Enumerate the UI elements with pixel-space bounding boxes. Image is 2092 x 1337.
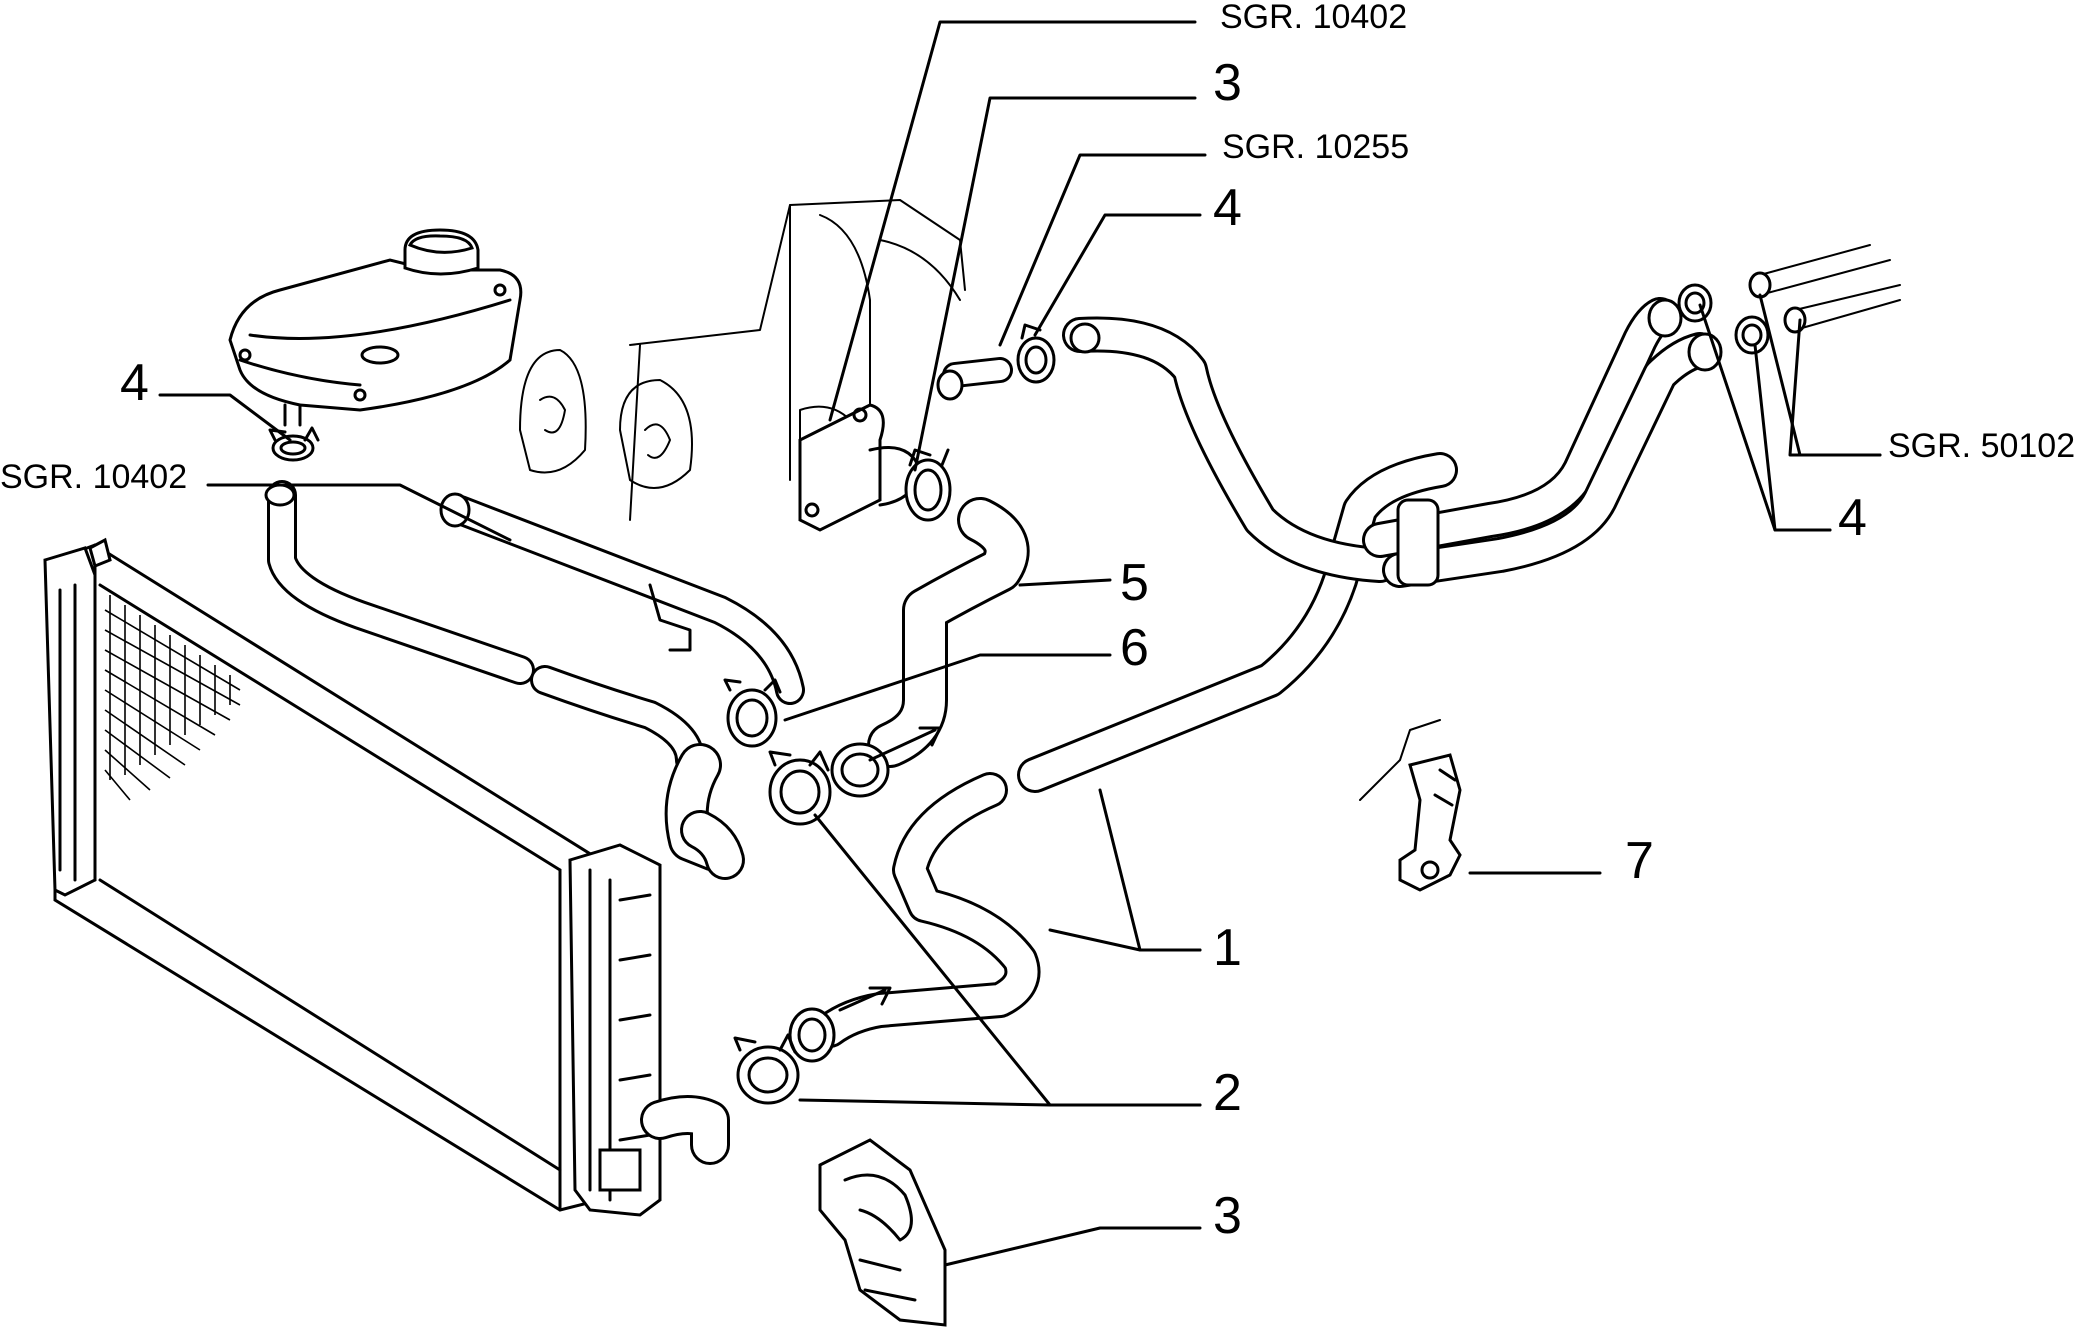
leader-lines <box>158 20 1882 1267</box>
hose-clamps <box>723 283 1770 1105</box>
radiator-core-grid <box>104 595 241 801</box>
clamp-right-a <box>1677 283 1713 323</box>
clamp-thermostat <box>904 448 952 522</box>
expansion-tank <box>228 228 523 427</box>
clamp-2-upper <box>768 750 832 826</box>
clamp-6 <box>723 678 782 748</box>
label-part-3-bottom: 3 <box>1213 1187 1242 1245</box>
radiator <box>43 537 662 1217</box>
hose-clamp-left <box>268 426 320 462</box>
mounting-bracket <box>1359 719 1462 892</box>
clamp-2-lower <box>733 1033 800 1105</box>
label-part-4-right: 4 <box>1838 489 1867 547</box>
label-part-5: 5 <box>1120 554 1149 612</box>
clamp-right-b <box>1734 315 1770 355</box>
label-part-4-top: 4 <box>1213 179 1242 237</box>
label-part-3-top: 3 <box>1213 54 1242 112</box>
label-part-4-left: 4 <box>120 354 149 412</box>
engine-block <box>519 199 966 521</box>
label-part-7: 7 <box>1625 832 1654 890</box>
callout-labels: SGR. 10402 3 SGR. 10255 4 4 SGR. 10402 S… <box>0 0 2075 1245</box>
clamp-10255 <box>1016 323 1056 384</box>
label-sgr-10255: SGR. 10255 <box>1222 128 1409 166</box>
label-part-2: 2 <box>1213 1064 1242 1122</box>
label-sgr-10402-top: SGR. 10402 <box>1220 0 1407 36</box>
label-sgr-10402-left: SGR. 10402 <box>0 458 187 496</box>
label-part-6: 6 <box>1120 619 1149 677</box>
label-part-1: 1 <box>1213 919 1242 977</box>
hoses <box>264 244 1901 1165</box>
hose-clip <box>818 1138 947 1327</box>
label-sgr-50102: SGR. 50102 <box>1888 427 2075 465</box>
